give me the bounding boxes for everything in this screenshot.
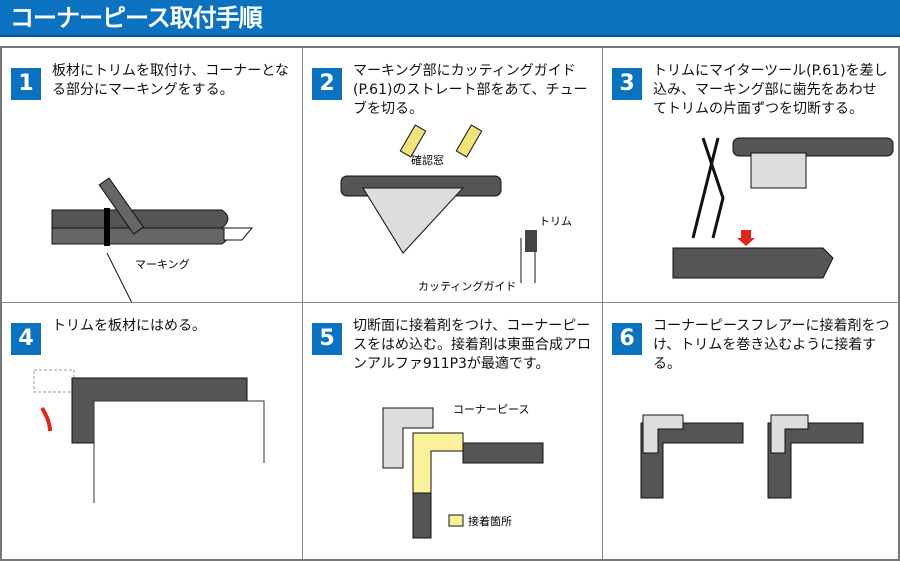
step-number: 6 <box>612 323 642 355</box>
marking-label: マーキング <box>135 258 190 271</box>
step-number: 5 <box>312 323 342 355</box>
step-text: 板材にトリムを取付け、コーナーとなる部分にマーキングをする。 <box>52 63 289 98</box>
step-text: トリムを板材にはめる。 <box>52 318 206 334</box>
step-text: 切断面に接着剤をつけ、コーナーピースをはめ込む。接着剤は東亜合成アロンアルファ9… <box>353 318 591 372</box>
page-title: コーナーピース取付手順 <box>10 4 263 32</box>
corner-piece-label: コーナーピース <box>453 403 530 416</box>
step-text: マーキング部にカッティングガイド(P.61)のストレート部をあて、チューブを切る… <box>353 63 588 117</box>
step-3: 3 トリムにマイターツール(P.61)を差し込み、マーキング部に歯先をあわせてト… <box>603 48 898 303</box>
step-number: 3 <box>612 68 642 100</box>
guide-label: カッティングガイド <box>418 280 517 293</box>
trim-fitting-illustration <box>33 369 265 503</box>
step-text: トリムにマイターツール(P.61)を差し込み、マーキング部に歯先をあわせてトリム… <box>653 63 888 117</box>
step-number: 2 <box>312 68 342 100</box>
step-5: 5 切断面に接着剤をつけ、コーナーピースをはめ込む。接着剤は東亜合成アロンアルフ… <box>303 303 603 559</box>
header: コーナーピース取付手順 <box>0 0 900 37</box>
cutting-guide-illustration <box>340 124 537 283</box>
step-6: 6 コーナーピースフレアーに接着剤をつけ、トリムを巻き込むように接着する。 <box>603 303 898 559</box>
corner-piece-illustration <box>382 407 544 539</box>
step-number: 1 <box>11 68 41 100</box>
miter-tool-illustration <box>672 137 894 279</box>
steps-grid: 1 板材にトリムを取付け、コーナーとなる部分にマーキングをする。 マーキング マ… <box>0 46 900 561</box>
trim-marking-illustration: マーキング <box>51 177 254 302</box>
flare-bonding-illustration <box>640 414 864 499</box>
trim-label: トリム <box>539 215 572 228</box>
step-2: 2 マーキング部にカッティングガイド(P.61)のストレート部をあて、チューブを… <box>303 48 603 303</box>
glue-legend-label: 接着箇所 <box>468 515 512 528</box>
step-number: 4 <box>11 323 41 355</box>
window-label: 確認窓 <box>411 154 444 167</box>
step-4: 4 トリムを板材にはめる。 <box>2 303 303 559</box>
step-1: 1 板材にトリムを取付け、コーナーとなる部分にマーキングをする。 マーキング マ… <box>2 48 303 303</box>
step-text: コーナーピースフレアーに接着剤をつけ、トリムを巻き込むように接着する。 <box>653 318 890 372</box>
